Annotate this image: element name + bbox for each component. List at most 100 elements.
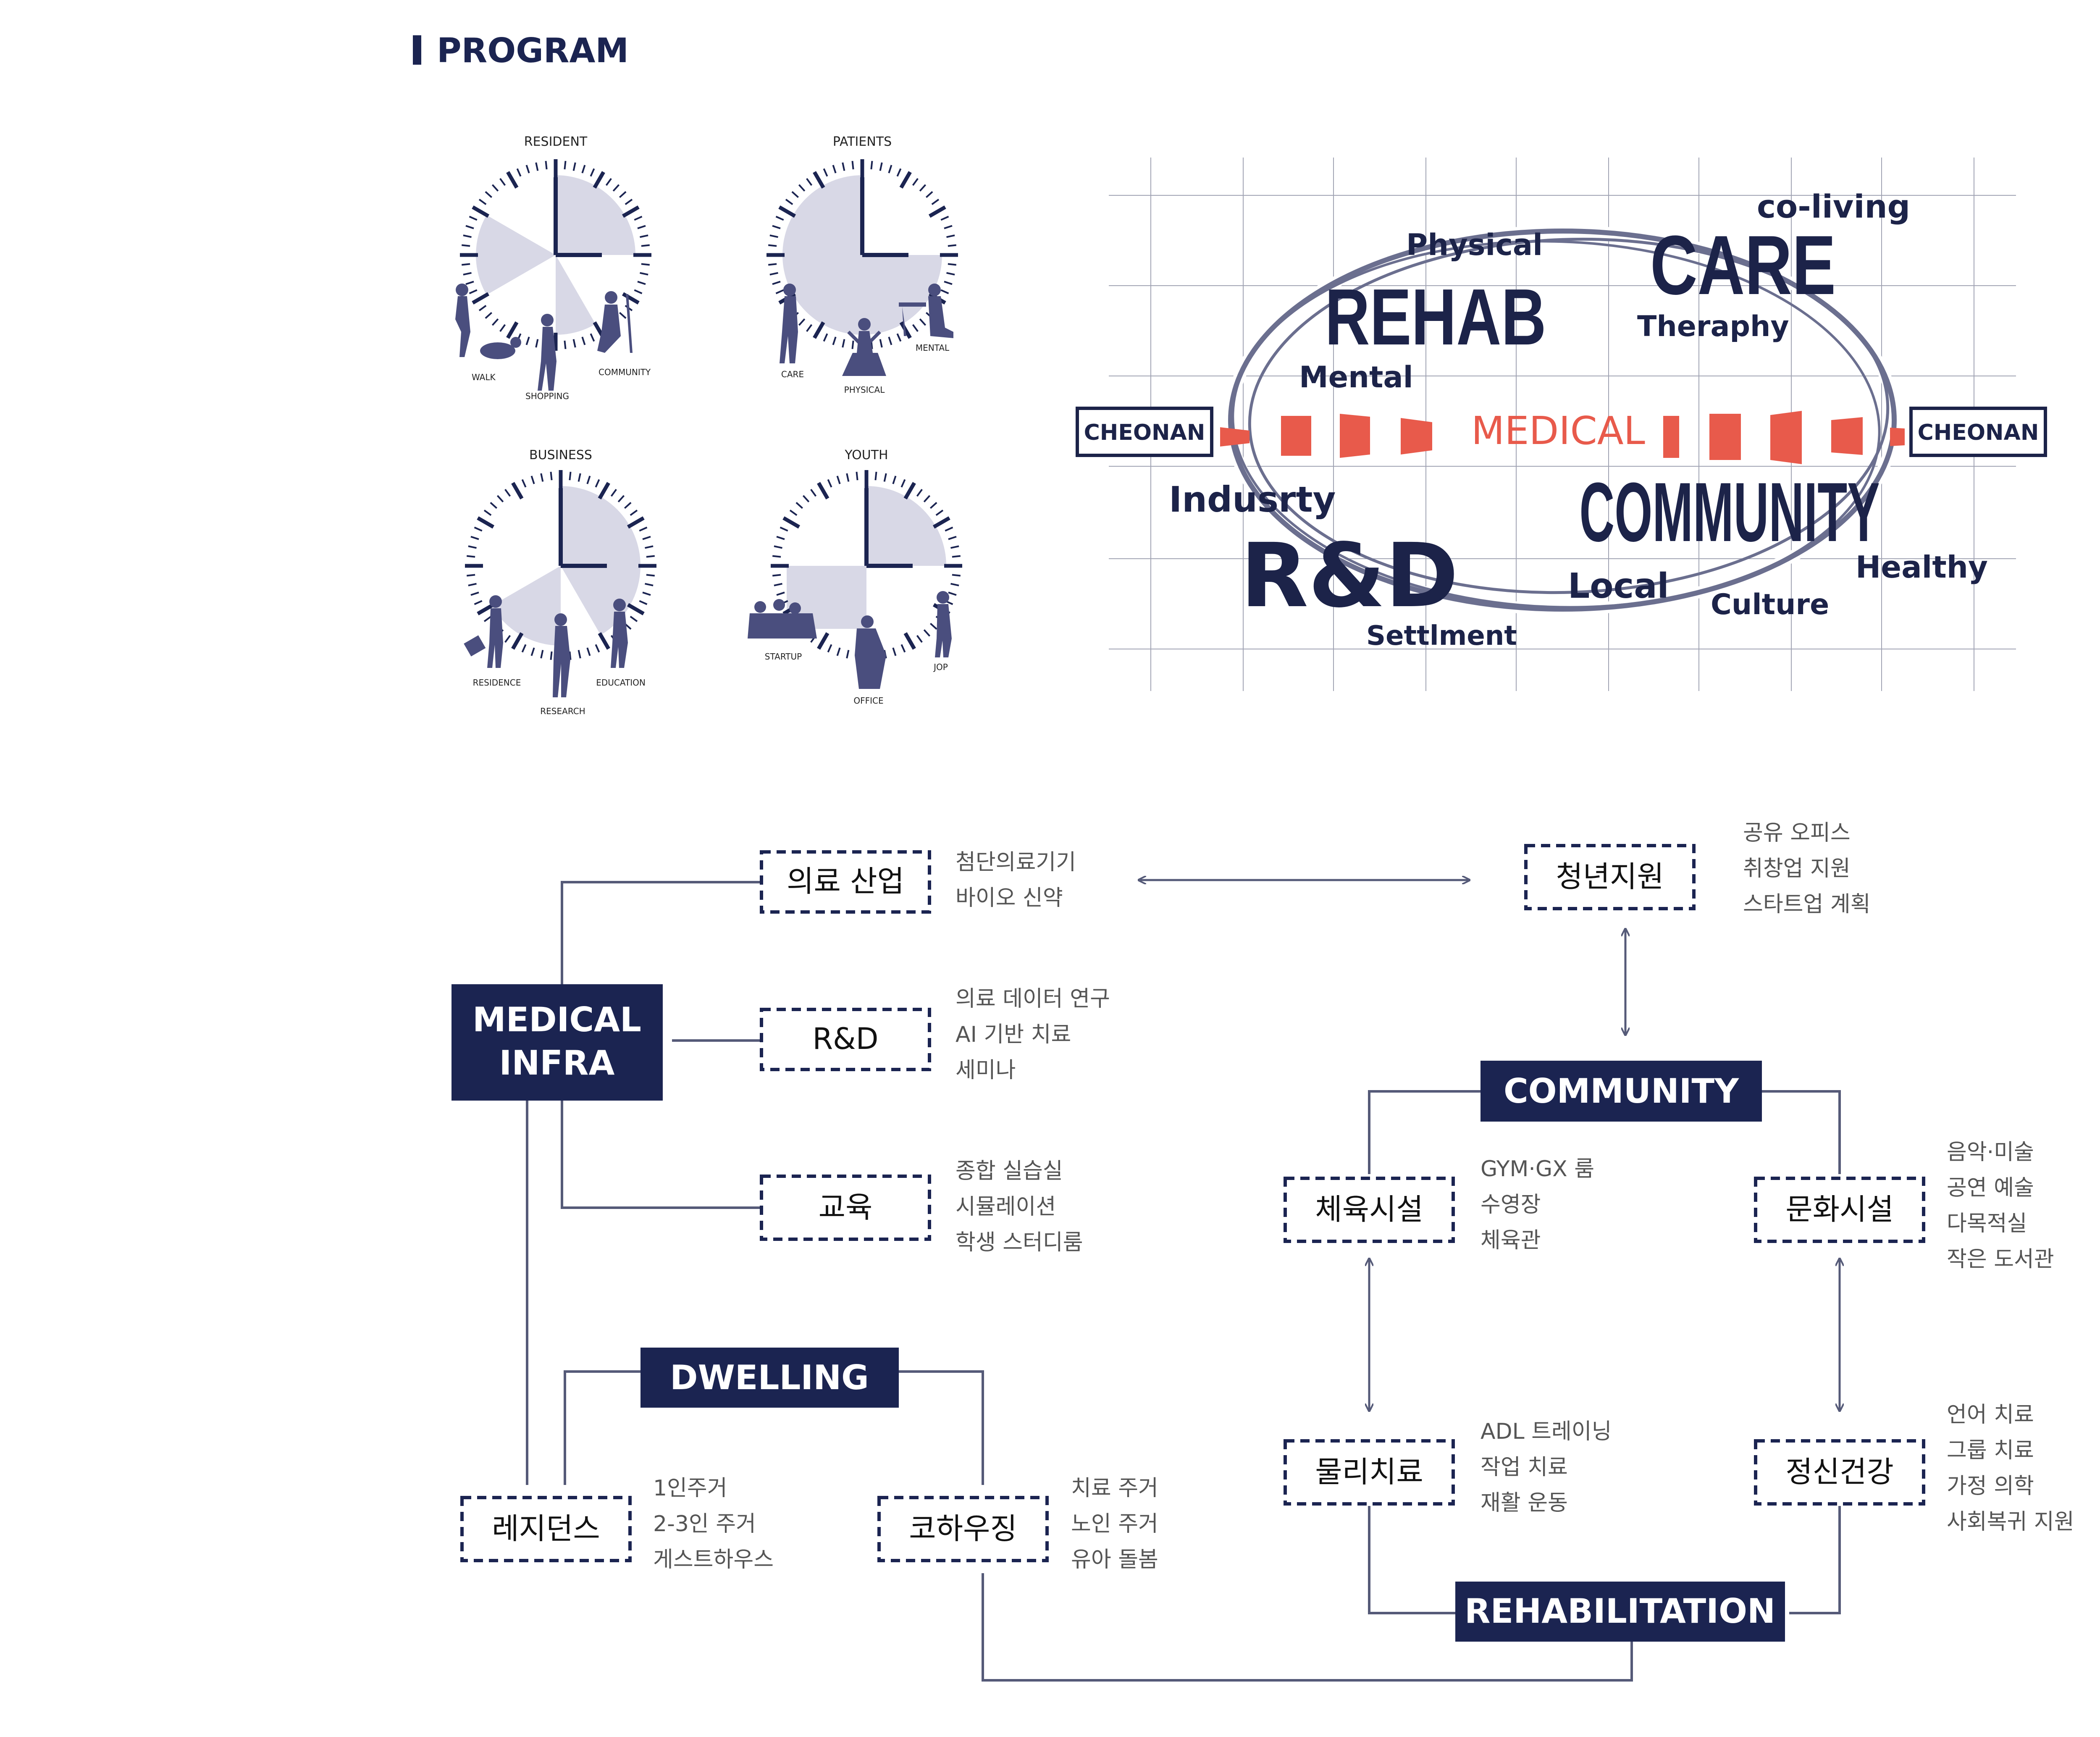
keyword-settlement: Settlment [1366,620,1517,652]
hour-tick [899,171,912,189]
hour-tick [593,171,605,189]
minute-tick [806,324,813,332]
minute-tick [617,495,625,503]
program-note: 유아 돌봄 [1071,1547,1158,1572]
minute-tick [605,178,612,186]
minute-tick [525,336,530,345]
minute-tick [791,191,799,198]
minute-tick [896,168,902,177]
minute-tick [846,650,850,659]
minute-tick [516,168,522,177]
minute-tick [466,555,475,558]
community-title: COMMUNITY [1504,1072,1739,1111]
clock-face [766,159,958,351]
program-note: 첨단의료기기 [956,850,1076,875]
minute-tick [641,244,650,247]
minute-tick [896,333,902,342]
minute-tick [491,318,499,326]
minute-tick [463,272,472,276]
keyword-care: CARE [1650,218,1836,312]
rehabilitation-title: REHABILITATION [1465,1592,1775,1631]
minute-tick [846,473,850,482]
rehabilitation-box: REHABILITATION [1455,1582,1785,1642]
clock-label: COMMUNITY [598,367,651,377]
minute-tick [504,489,511,497]
clock-label: RESIDENCE [473,678,521,688]
minute-tick [916,489,923,497]
program-note: 가정 의학 [1947,1474,2034,1499]
minute-tick [590,333,595,342]
clock-resident: RESIDENT WALK SHOPPING COMMUNITY [455,134,651,401]
minute-tick [823,168,828,177]
minute-tick [590,168,595,177]
minute-tick [836,476,841,484]
minute-tick [950,545,959,549]
minute-tick [944,281,953,285]
community-box: COMMUNITY [1480,1061,1762,1122]
clock-youth: YOUTH STARTUP OFFICE JOP [748,448,962,706]
program-cohousing: 코하우징 치료 주거 노인 주거 유아 돌봄 [877,1476,1158,1572]
program-label: 청년지원 [1556,859,1664,894]
minute-tick [827,644,832,653]
minute-tick [769,234,778,238]
minute-tick [795,502,803,509]
people-silhouettes [464,595,628,697]
minute-tick [775,215,784,221]
minute-tick [470,536,479,540]
keyword-theraphy: Theraphy [1637,310,1789,343]
dwelling-title: DWELLING [670,1358,869,1397]
hour-tick [477,603,495,615]
minute-tick [483,615,492,622]
minute-tick [535,339,539,348]
hour-tick [511,632,524,650]
hour-tick [627,603,645,615]
minute-tick [630,510,638,516]
program-note: 재활 운동 [1480,1490,1568,1516]
minute-tick [485,191,493,198]
program-note: 공유 오피스 [1743,820,1851,846]
program-note: 작은 도서관 [1947,1247,2054,1272]
hour-tick [598,632,610,650]
minute-tick [619,312,627,319]
minute-tick [545,160,548,170]
hour-tick [622,205,640,218]
minute-tick [530,476,535,484]
minute-tick [550,471,553,481]
minute-tick [931,199,940,205]
program-youth: 청년지원 공유 오피스 취창업 지원 스타트업 계획 [1524,820,1871,917]
minute-tick [624,502,632,509]
minute-tick [946,234,955,238]
program-note: ADL 트레이닝 [1480,1419,1612,1444]
minute-tick [900,479,906,488]
minute-tick [772,555,781,558]
minute-tick [912,324,919,332]
hour-tick [817,632,830,650]
program-education: 교육 종합 실습실 시뮬레이션 학생 스터디룸 [760,1159,1083,1255]
minute-tick [572,162,576,171]
minute-tick [806,178,813,186]
program-note: 의료 데이터 연구 [956,986,1110,1012]
program-label: 코하우징 [909,1511,1017,1546]
program-note: 수영장 [1480,1192,1541,1217]
program-note: 공연 예술 [1947,1175,2034,1201]
minute-tick [948,244,957,247]
minute-tick [929,502,937,509]
program-sports: 체육시설 GYM·GX 룸 수영장 체육관 [1284,1156,1594,1253]
program-label: 물리치료 [1315,1455,1423,1489]
minute-tick [935,510,944,516]
program-note: 학생 스터디룸 [956,1230,1083,1255]
minute-tick [550,651,553,660]
minute-tick [521,644,527,653]
minute-tick [772,225,781,229]
minute-tick [625,199,633,205]
time-slice [476,215,556,295]
program-note: 그룹 치료 [1947,1438,2034,1463]
minute-tick [469,215,478,221]
dwelling-box: DWELLING [640,1348,899,1408]
program-note: 시뮬레이션 [956,1194,1056,1219]
minute-tick [769,272,778,276]
minute-tick [640,272,648,276]
program-label: R&D [812,1022,878,1056]
minute-tick [883,473,887,482]
